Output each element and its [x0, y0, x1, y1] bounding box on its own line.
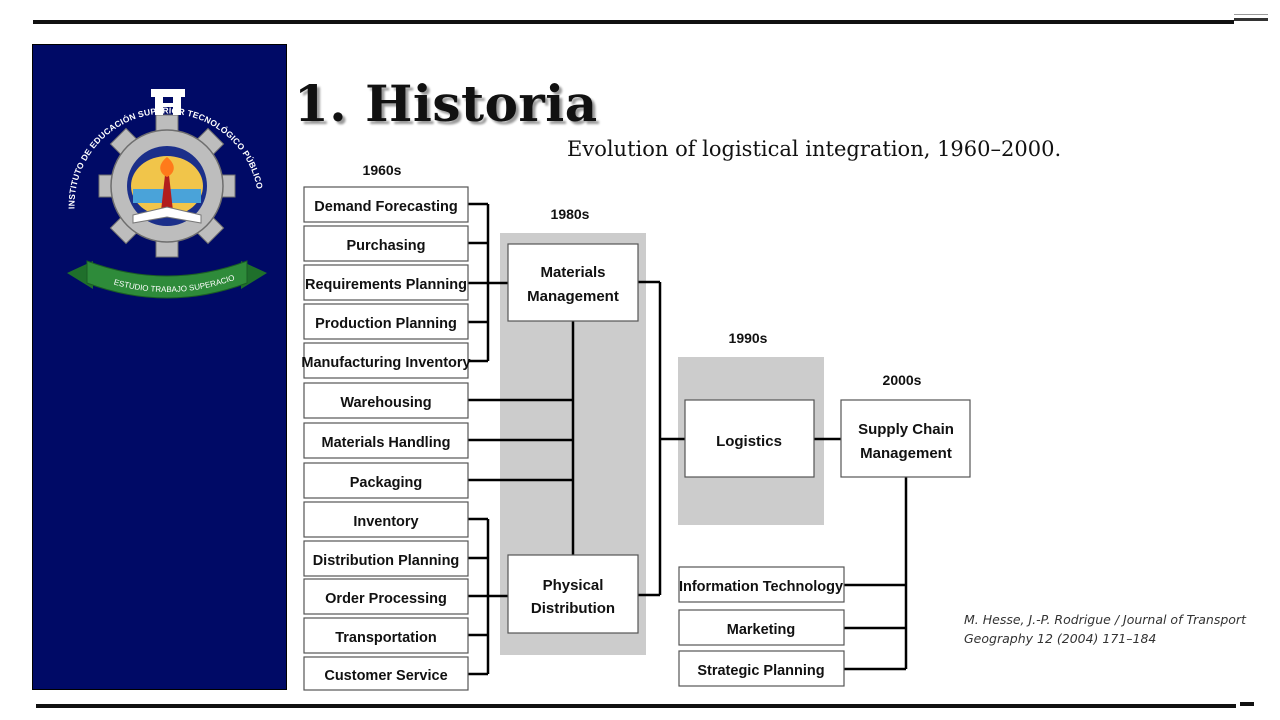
function-label: Requirements Planning — [305, 277, 467, 293]
bottom-rule — [36, 704, 1236, 708]
function-box — [303, 186, 469, 223]
function-box — [303, 462, 469, 499]
function-label: Purchasing — [347, 238, 426, 254]
citation-line1: M. Hesse, J.-P. Rodrigue / Journal of Tr… — [964, 612, 1246, 627]
logistics-label: Logistics — [716, 433, 782, 450]
function-label: Strategic Planning — [697, 663, 824, 679]
function-label: Transportation — [335, 630, 437, 646]
scm-line2: Management — [860, 445, 952, 462]
physical-distribution-node: Physical Distribution — [507, 554, 639, 634]
function-box — [303, 656, 469, 691]
top-rule-end — [1234, 18, 1268, 21]
function-label: Manufacturing Inventory — [301, 355, 470, 371]
connectors — [468, 202, 908, 676]
function-box — [303, 342, 469, 379]
function-label: Order Processing — [325, 591, 447, 607]
physical-distribution-line2: Distribution — [531, 600, 615, 617]
top-rule-end-thin — [1234, 14, 1268, 15]
top-rule — [36, 20, 1234, 24]
materials-management-line2: Management — [527, 288, 619, 305]
function-label: Inventory — [353, 514, 418, 530]
function-label: Information Technology — [679, 579, 843, 595]
function-label: Packaging — [350, 475, 423, 491]
function-box — [303, 382, 469, 419]
supply-chain-management-node: Supply Chain Management — [840, 399, 971, 478]
page-title: 1. Historia — [294, 74, 598, 133]
function-label: Warehousing — [340, 395, 431, 411]
top-rule-dash — [33, 20, 39, 24]
tower-icon — [151, 89, 185, 115]
function-label: Customer Service — [324, 668, 447, 684]
era-label-1990s: 1990s — [729, 330, 768, 346]
citation-line2: Geography 12 (2004) 171–184 — [964, 631, 1157, 646]
side-panel: INSTITUTO DE EDUCACIÓN SUPERIOR TECNOLÓG… — [32, 44, 287, 690]
materials-management-line1: Materials — [540, 264, 605, 281]
era-label-2000s: 2000s — [883, 372, 922, 388]
function-label: Demand Forecasting — [314, 199, 457, 215]
logistics-node: Logistics — [684, 399, 815, 478]
function-box — [303, 501, 469, 538]
function-label: Marketing — [727, 622, 796, 638]
function-box — [303, 264, 469, 301]
logistics-evolution-diagram: 1960s 1980s 1990s 2000s Demand Forecasti… — [301, 162, 971, 691]
function-box — [303, 578, 469, 615]
functions-1960s: Demand Forecasting Purchasing Requiremen… — [301, 186, 471, 691]
materials-management-node: Materials Management — [507, 243, 639, 322]
era-label-1960s: 1960s — [363, 162, 402, 178]
function-label: Materials Handling — [322, 435, 451, 451]
function-box — [678, 566, 845, 603]
function-box — [303, 540, 469, 577]
physical-distribution-line1: Physical — [543, 577, 604, 594]
function-box — [303, 617, 469, 654]
function-label: Production Planning — [315, 316, 457, 332]
institute-logo-icon: INSTITUTO DE EDUCACIÓN SUPERIOR TECNOLÓG… — [53, 65, 267, 299]
function-box — [678, 650, 845, 687]
page-subtitle: Evolution of logistical integration, 196… — [567, 137, 1062, 161]
functions-2000s: Information Technology Marketing Strateg… — [678, 566, 845, 687]
function-box — [303, 225, 469, 262]
gear-icon — [98, 114, 236, 258]
function-box — [678, 609, 845, 646]
bottom-rule-end — [1240, 702, 1254, 706]
function-box — [303, 422, 469, 459]
function-box — [303, 303, 469, 340]
citation: M. Hesse, J.-P. Rodrigue / Journal of Tr… — [964, 610, 1274, 648]
era-label-1980s: 1980s — [551, 206, 590, 222]
scm-line1: Supply Chain — [858, 421, 954, 438]
function-label: Distribution Planning — [313, 553, 460, 569]
